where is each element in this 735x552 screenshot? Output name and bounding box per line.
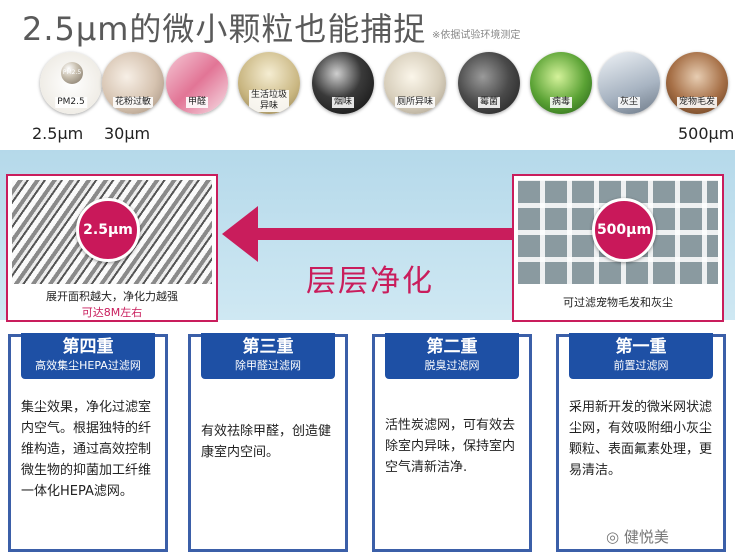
pet-hair-icon: 宠物毛发 (666, 52, 728, 114)
smoke-icon: 烟味 (312, 52, 374, 114)
stage-description: 活性炭滤网，可有效去除室内异味，保持室内空气清新洁净. (385, 418, 516, 475)
test-note: ※依据试验环境测定 (432, 30, 521, 41)
stage-subtitle: 除甲醛过滤网 (235, 359, 301, 372)
pm25-ball-icon: PM2.5 (61, 62, 83, 84)
garbage-odor-icon: 生活垃圾 异味 (238, 52, 300, 114)
particle-label: 灰尘 (617, 97, 641, 108)
pm25-particle-icon: PM2.5 PM2.5 (40, 52, 102, 114)
stage-header: 第四重 高效集尘HEPA过滤网 (21, 333, 155, 379)
size-label-max: 500μm (678, 124, 735, 143)
stage-card-4: 第四重 高效集尘HEPA过滤网 集尘效果，净化过滤室内空气。根据独特的纤维构造，… (8, 333, 168, 552)
stage-card-3: 第三重 除甲醛过滤网 有效祛除甲醛，创造健康室内空间。 (188, 333, 348, 552)
left-arrow-icon (222, 206, 514, 262)
coarse-mesh-image (518, 180, 718, 284)
particle-label: 甲醛 (185, 97, 209, 108)
particle-label: PM2.5 (55, 97, 87, 108)
page-title: 2.5μm的微小颗粒也能捕捉 (22, 10, 427, 48)
watermark-logo: ◎ 健悦美 (606, 526, 669, 547)
coarse-mesh-badge: 500μm (592, 198, 656, 262)
stage-title: 第三重 (242, 337, 294, 357)
stage-header: 第二重 脱臭过滤网 (385, 333, 519, 379)
wechat-icon: ◎ (606, 528, 620, 546)
stage-description: 有效祛除甲醛，创造健康室内空间。 (201, 424, 332, 460)
size-label-min: 2.5μm (32, 124, 84, 143)
stage-header: 第三重 除甲醛过滤网 (201, 333, 335, 379)
formaldehyde-icon: 甲醛 (166, 52, 228, 114)
stage-header: 第一重 前置过滤网 (569, 333, 713, 379)
particle-label: 花粉过敏 (112, 97, 154, 108)
watermark-text: 健悦美 (623, 528, 669, 546)
fine-mesh-badge: 2.5μm (76, 198, 140, 262)
stage-description: 集尘效果，净化过滤室内空气。根据独特的纤维构造，通过高效控制微生物的抑菌加工纤维… (21, 400, 152, 499)
toilet-odor-icon: 厕所异味 (384, 52, 446, 114)
particle-label: 霉菌 (477, 97, 501, 108)
virus-icon: 病毒 (530, 52, 592, 114)
mold-icon: 霉菌 (458, 52, 520, 114)
stage-subtitle: 高效集尘HEPA过滤网 (35, 359, 141, 372)
coarse-mesh-caption: 可过滤宠物毛发和灰尘 (563, 296, 673, 309)
fine-mesh-caption-highlight: 可达8M左右 (81, 306, 143, 319)
particle-label: 宠物毛发 (676, 97, 718, 108)
particle-label: 病毒 (549, 97, 573, 108)
pollen-icon: 花粉过敏 (102, 52, 164, 114)
particle-label: 厕所异味 (394, 97, 436, 108)
process-label: 层层净化 (306, 264, 434, 299)
particle-row: PM2.5 PM2.5 花粉过敏 甲醛 生活垃圾 异味 烟味 厕所异味 霉菌 病… (40, 52, 730, 132)
fine-mesh-caption: 展开面积越大，净化力越强 (46, 290, 178, 303)
dust-icon: 灰尘 (598, 52, 660, 114)
stage-subtitle: 脱臭过滤网 (424, 359, 480, 372)
stage-card-2: 第二重 脱臭过滤网 活性炭滤网，可有效去除室内异味，保持室内空气清新洁净. (372, 333, 532, 552)
coarse-mesh-panel: 500μm 可过滤宠物毛发和灰尘 (512, 174, 724, 322)
stage-title: 第四重 (62, 337, 114, 357)
size-label-pollen: 30μm (104, 124, 151, 143)
stage-title: 第二重 (426, 337, 478, 357)
stage-title: 第一重 (615, 337, 667, 357)
particle-label: 烟味 (331, 97, 355, 108)
particle-label: 生活垃圾 异味 (248, 90, 290, 112)
stage-description: 采用新开发的微米网状滤尘网，有效吸附细小灰尘颗粒、表面氟素处理，更易清洁。 (569, 400, 713, 478)
stage-card-1: 第一重 前置过滤网 采用新开发的微米网状滤尘网，有效吸附细小灰尘颗粒、表面氟素处… (556, 333, 726, 552)
fine-mesh-panel: 2.5μm 展开面积越大，净化力越强 可达8M左右 (6, 174, 218, 322)
stage-subtitle: 前置过滤网 (613, 359, 669, 372)
